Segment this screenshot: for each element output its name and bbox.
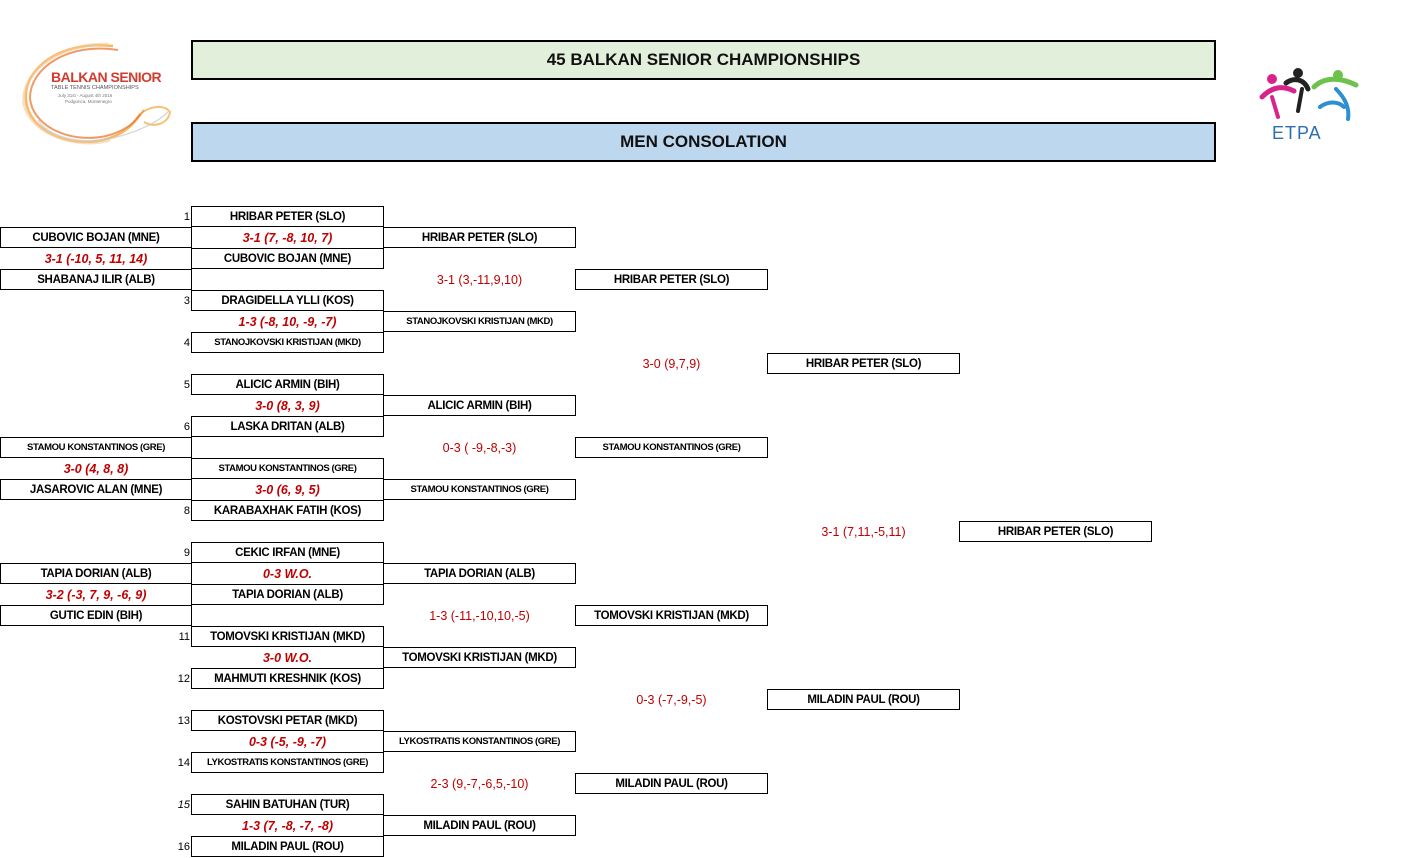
etpa-logo: ETPA (1258, 67, 1362, 145)
prelim-score: 3-1 (-10, 5, 11, 14) (44, 251, 148, 266)
prelim-player: GUTIC EDIN (BIH) (0, 605, 192, 626)
round1-player: CEKIC IRFAN (MNE) (191, 542, 384, 563)
event-title: MEN CONSOLATION (191, 122, 1216, 162)
championship-title: 45 BALKAN SENIOR CHAMPIONSHIPS (191, 40, 1216, 80)
round1-player: KOSTOVSKI PETAR (MKD) (191, 710, 384, 731)
seed-number: 1 (183, 210, 190, 223)
etpa-label: ETPA (1272, 123, 1322, 143)
seed-number: 11 (178, 630, 190, 643)
round1-player: ALICIC ARMIN (BIH) (191, 374, 384, 395)
round1-player: STANOJKOVSKI KRISTIJAN (MKD) (191, 332, 384, 353)
round2-player: LYKOSTRATIS KONSTANTINOS (GRE) (383, 731, 576, 752)
round2-player: ALICIC ARMIN (BIH) (383, 395, 576, 416)
round2-score: 3-1 (3,-11,9,10) (436, 272, 523, 287)
round1-player: STAMOU KONSTANTINOS (GRE) (191, 458, 384, 479)
round2-player: STAMOU KONSTANTINOS (GRE) (383, 479, 576, 500)
etpa-figures-icon (1259, 68, 1359, 121)
round3-player: STAMOU KONSTANTINOS (GRE) (575, 437, 768, 458)
round2-player: STANOJKOVSKI KRISTIJAN (MKD) (383, 311, 576, 332)
round1-score: 3-0 (6, 9, 5) (255, 482, 320, 497)
prelim-score: 3-0 (4, 8, 8) (63, 461, 129, 476)
balkan-swirl-icon (22, 42, 172, 145)
final-winner: HRIBAR PETER (SLO) (959, 521, 1152, 542)
prelim-score: 3-2 (-3, 7, 9, -6, 9) (45, 587, 147, 602)
round1-player: DRAGIDELLA YLLI (KOS) (191, 290, 384, 311)
prelim-player: SHABANAJ ILIR (ALB) (0, 269, 192, 290)
round1-player: MILADIN PAUL (ROU) (191, 836, 384, 857)
seed-number: 9 (183, 546, 190, 559)
seed-number: 3 (183, 294, 190, 307)
round1-score: 0-3 W.O. (262, 566, 313, 581)
semifinal-player: MILADIN PAUL (ROU) (767, 689, 960, 710)
round3-player: HRIBAR PETER (SLO) (575, 269, 768, 290)
round2-player: MILADIN PAUL (ROU) (383, 815, 576, 836)
seed-number: 6 (183, 420, 190, 433)
round3-player: TOMOVSKI KRISTIJAN (MKD) (575, 605, 768, 626)
prelim-player: TAPIA DORIAN (ALB) (0, 563, 192, 584)
round2-player: TOMOVSKI KRISTIJAN (MKD) (383, 647, 576, 668)
round1-score: 3-0 W.O. (262, 650, 313, 665)
logo-line-3: July 31st - August 4th 2016 (58, 93, 113, 98)
round1-player: HRIBAR PETER (SLO) (191, 206, 384, 227)
balkan-senior-logo: BALKAN SENIOR TABLE TENNIS CHAMPIONSHIPS… (18, 40, 173, 152)
round1-player: TAPIA DORIAN (ALB) (191, 584, 384, 605)
seed-number: 5 (183, 378, 190, 391)
round1-score: 3-0 (8, 3, 9) (255, 398, 320, 413)
round1-player: KARABAXHAK FATIH (KOS) (191, 500, 384, 521)
round1-score: 1-3 (-8, 10, -9, -7) (238, 314, 337, 329)
logo-line-4: Podgorica, Montenegro (65, 99, 112, 104)
round1-player: LASKA DRITAN (ALB) (191, 416, 384, 437)
round1-player: TOMOVSKI KRISTIJAN (MKD) (191, 626, 384, 647)
round3-score: 3-0 (9,7,9) (642, 356, 701, 371)
seed-number: 8 (183, 504, 190, 517)
logo-line-2: TABLE TENNIS CHAMPIONSHIPS (51, 85, 139, 91)
logo-line-1: BALKAN SENIOR (51, 69, 162, 85)
prelim-player: STAMOU KONSTANTINOS (GRE) (0, 437, 192, 458)
semifinal-player: HRIBAR PETER (SLO) (767, 353, 960, 374)
round1-score: 0-3 (-5, -9, -7) (248, 734, 327, 749)
round1-score: 3-1 (7, -8, 10, 7) (242, 230, 333, 245)
seed-number: 16 (177, 840, 190, 853)
round2-player: TAPIA DORIAN (ALB) (383, 563, 576, 584)
round3-player: MILADIN PAUL (ROU) (575, 773, 768, 794)
round2-score: 1-3 (-11,-10,10,-5) (429, 608, 530, 623)
seed-number: 4 (183, 336, 190, 349)
round3-score: 0-3 (-7,-9,-5) (636, 692, 707, 707)
round2-player: HRIBAR PETER (SLO) (383, 227, 576, 248)
round1-score: 1-3 (7, -8, -7, -8) (242, 818, 333, 833)
round1-player: LYKOSTRATIS KONSTANTINOS (GRE) (191, 752, 384, 773)
round1-player: SAHIN BATUHAN (TUR) (191, 794, 384, 815)
round2-score: 2-3 (9,-7,-6,5,-10) (430, 776, 529, 791)
prelim-player: JASAROVIC ALAN (MNE) (0, 479, 192, 500)
semifinal-score: 3-1 (7,11,-5,11) (821, 524, 906, 539)
round1-player: MAHMUTI KRESHNIK (KOS) (191, 668, 384, 689)
seed-number: 13 (177, 714, 190, 727)
prelim-player: CUBOVIC BOJAN (MNE) (0, 227, 192, 248)
seed-number: 12 (177, 672, 190, 685)
seed-number: 15 (177, 798, 190, 811)
seed-number: 14 (177, 756, 190, 769)
round2-score: 0-3 ( -9,-8,-3) (442, 440, 517, 455)
round1-player: CUBOVIC BOJAN (MNE) (191, 248, 384, 269)
